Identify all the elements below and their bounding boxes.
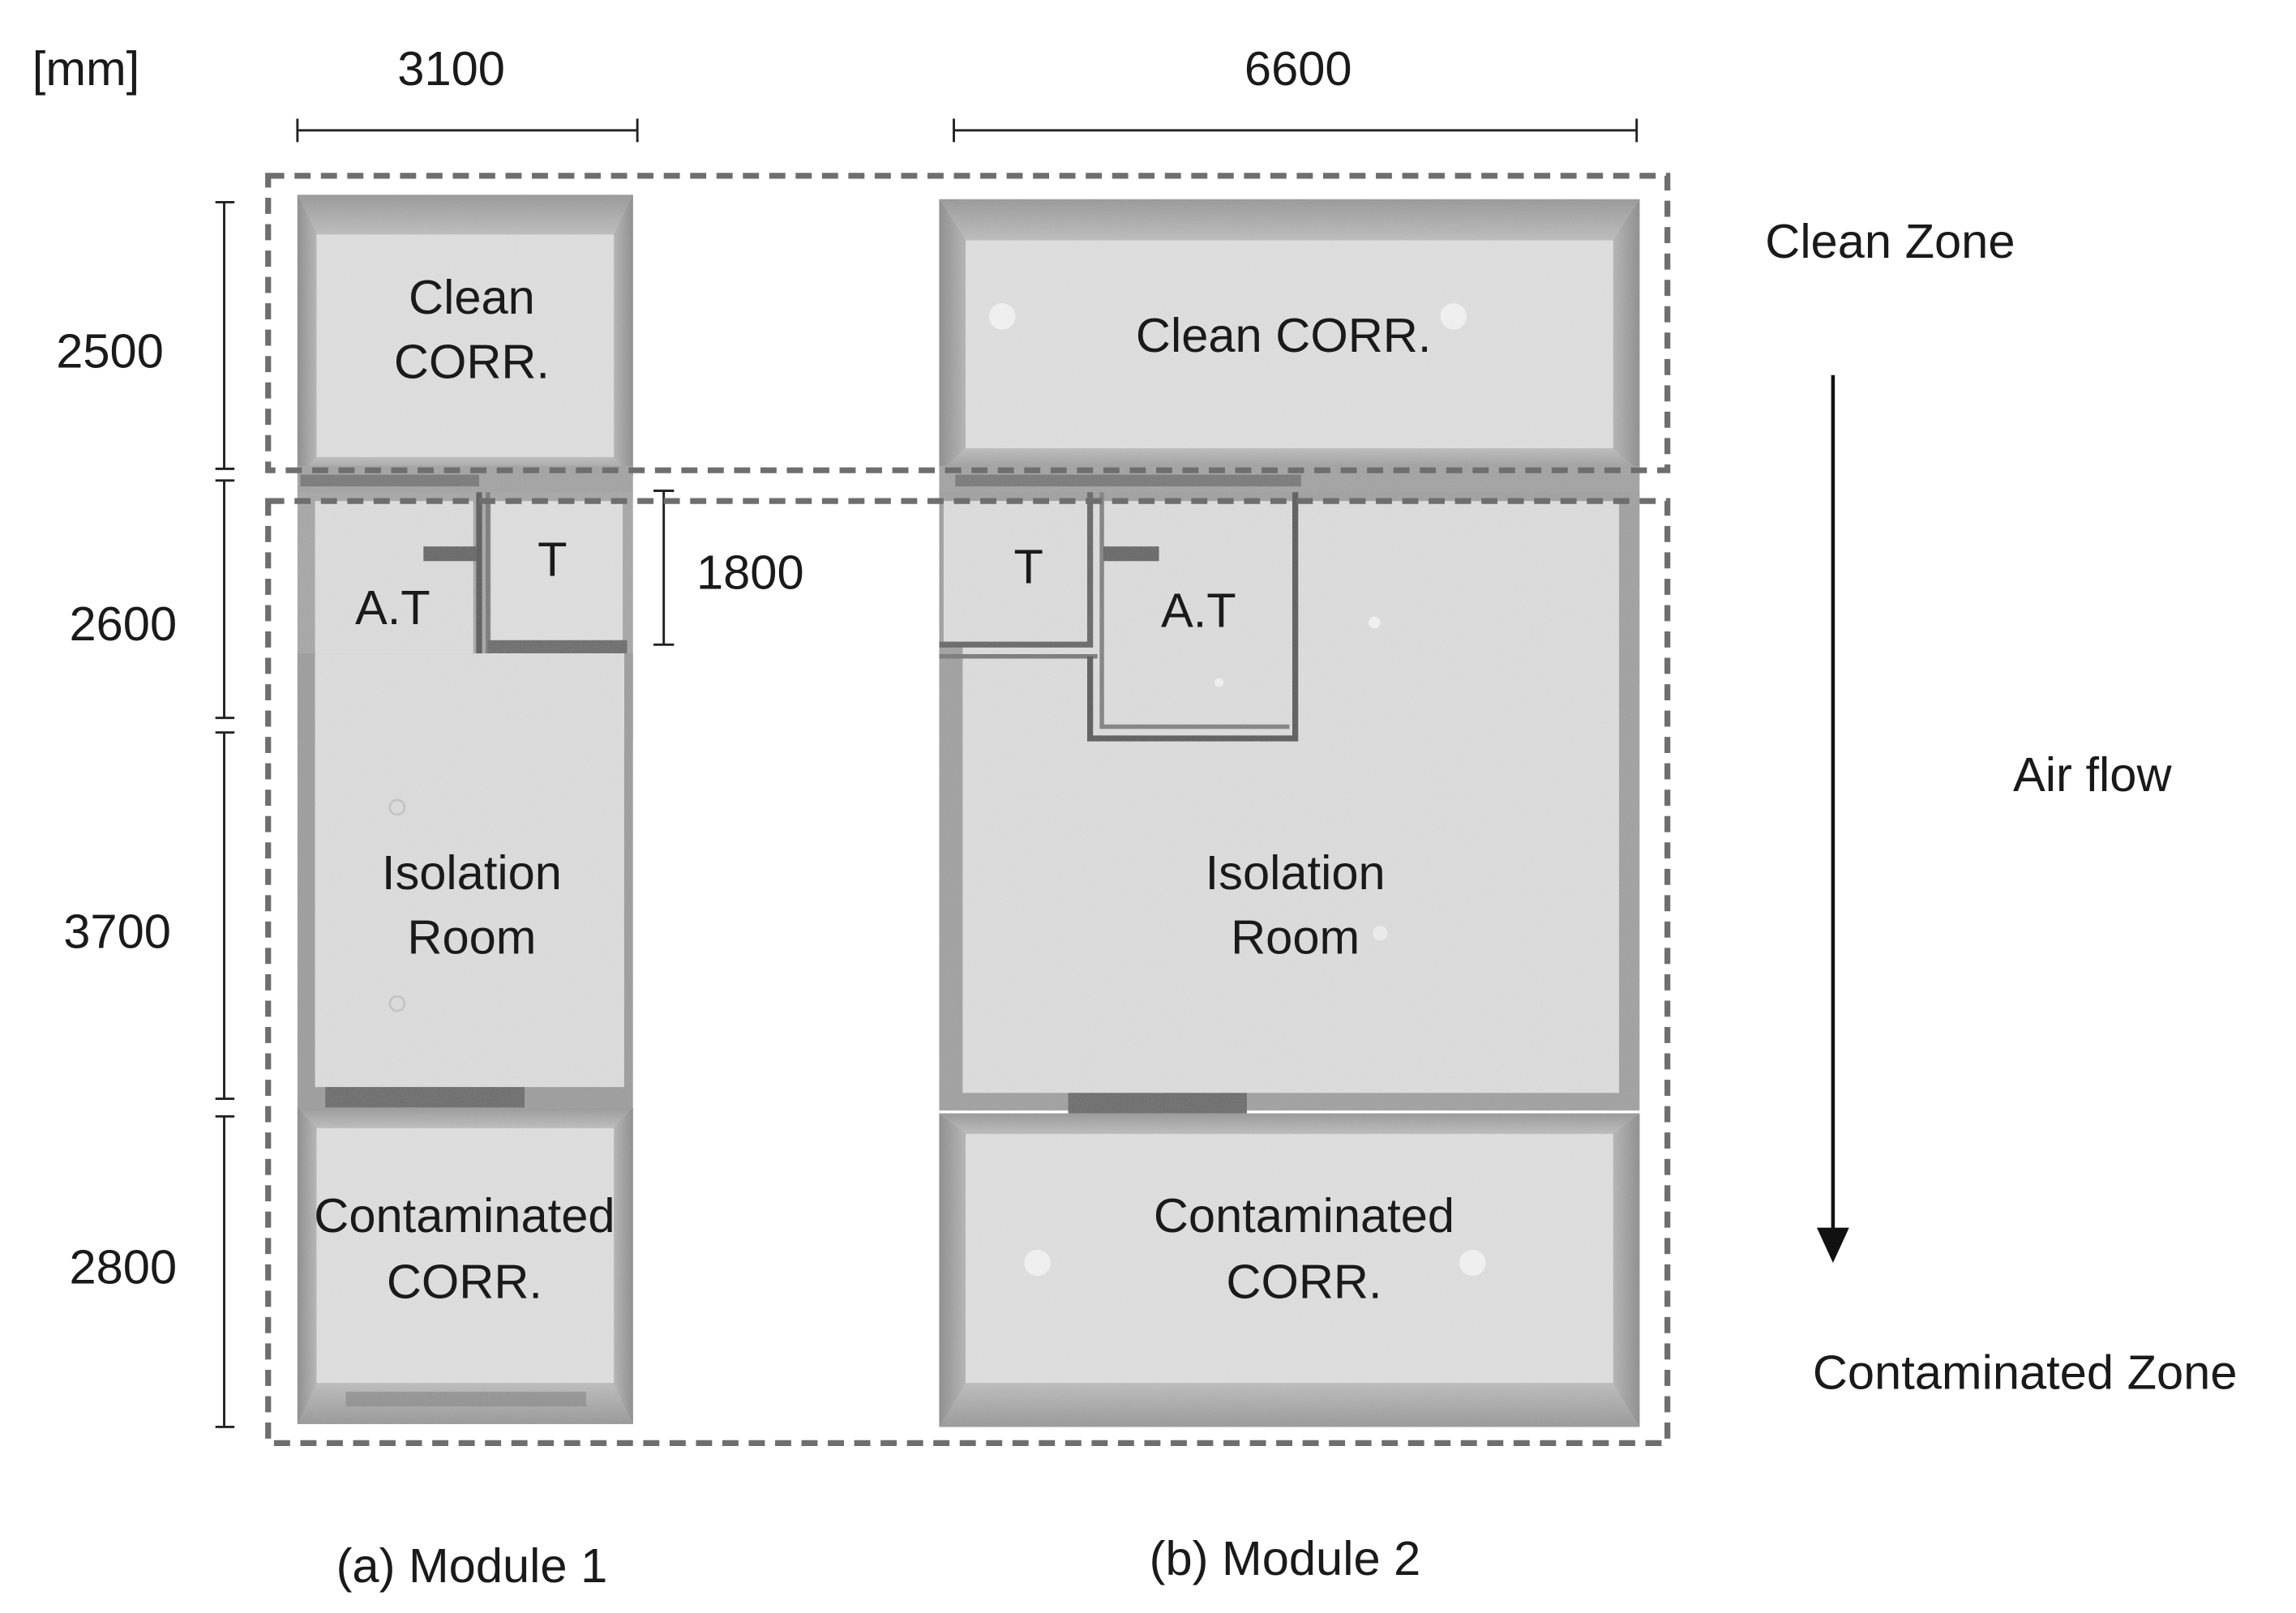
- anteroom-height-value: 2600: [69, 597, 177, 651]
- module1-isolation-line2: Room: [407, 910, 536, 965]
- unit-label: [mm]: [32, 41, 139, 96]
- module1-caption: (a) Module 1: [336, 1538, 608, 1593]
- module2-plan: [939, 199, 1640, 1427]
- module2-anteroom: [1086, 492, 1299, 742]
- module1-anteroom-label: A.T: [355, 580, 430, 635]
- module1-contaminated-corridor: [297, 1107, 633, 1424]
- airflow-label: Air flow: [2013, 747, 2172, 802]
- module2-toilet: [939, 492, 1098, 659]
- module1-width-value: 3100: [397, 41, 505, 96]
- module1-width-dimension: 3100: [296, 41, 639, 143]
- module1-clean-corr-line2: CORR.: [394, 334, 550, 388]
- clean-zone-label: Clean Zone: [1765, 214, 2015, 268]
- module1-contaminated-corr-line1: Contaminated: [314, 1188, 615, 1243]
- module1-isolation-room: [297, 653, 633, 1108]
- vertical-height-dimensions: [215, 200, 675, 1428]
- module2-caption: (b) Module 2: [1150, 1531, 1421, 1585]
- module1-toilet: [487, 501, 628, 654]
- isolation-height-value: 3700: [63, 904, 171, 958]
- module2-isolation-line1: Isolation: [1206, 845, 1386, 900]
- module2-clean-corr-label: Clean CORR.: [1136, 308, 1431, 362]
- contaminated-zone-label: Contaminated Zone: [1813, 1345, 2238, 1399]
- module2-contaminated-corridor: [939, 1113, 1640, 1427]
- contaminated-height-value: 2800: [69, 1239, 177, 1294]
- toilet-height-value: 1800: [696, 546, 804, 600]
- module1-isolation-line1: Isolation: [382, 845, 562, 900]
- module2-toilet-label: T: [1013, 539, 1043, 593]
- module2-anteroom-label: A.T: [1161, 584, 1236, 638]
- module1-contaminated-corr-line2: CORR.: [387, 1254, 542, 1308]
- module2-contaminated-corr-line1: Contaminated: [1154, 1188, 1454, 1243]
- module1-clean-corr-line1: Clean: [409, 270, 535, 324]
- contaminated-zone-border: [265, 498, 1671, 1446]
- module2-isolation-line2: Room: [1231, 910, 1360, 965]
- module2-room-labels: Clean CORR. T A.T Isolation Room Contami…: [1013, 308, 1454, 1309]
- module1-clean-corridor: [297, 195, 633, 477]
- module1-room-labels: Clean CORR. A.T T Isolation Room Contami…: [314, 270, 615, 1309]
- clean-zone-border: [265, 173, 1671, 473]
- airflow-arrow-icon: [1817, 374, 1849, 1264]
- module2-clean-corridor: [939, 199, 1640, 472]
- module1-toilet-label: T: [538, 532, 567, 586]
- module2-width-value: 6600: [1244, 41, 1352, 96]
- module1-plan: [297, 195, 633, 1424]
- module2-contaminated-corr-line2: CORR.: [1226, 1254, 1381, 1308]
- clean-height-value: 2500: [56, 324, 164, 379]
- module2-width-dimension: 6600: [953, 41, 1638, 143]
